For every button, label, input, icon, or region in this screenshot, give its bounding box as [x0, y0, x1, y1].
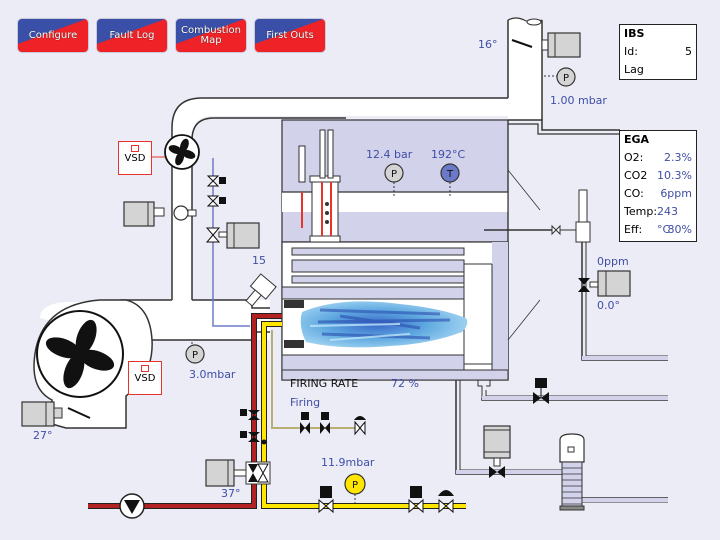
blowdown-line — [481, 390, 668, 401]
gauge-letter: T — [446, 169, 454, 180]
level-probes — [298, 129, 341, 243]
vsd-indicator-icon — [141, 365, 149, 372]
drain-valve-actuator[interactable] — [483, 425, 511, 478]
ega-sample-line — [484, 189, 591, 243]
main-gas-valves[interactable] — [318, 486, 454, 514]
burner-status: Firing — [290, 396, 321, 409]
ega-value: 10.3% — [657, 169, 692, 182]
ega-value: 80% — [667, 223, 692, 236]
gauge-leads — [191, 75, 558, 504]
firing-rate-label: FIRING RATE — [290, 377, 359, 390]
gas-pressure-gauge[interactable] — [344, 473, 366, 495]
combustion-map-button[interactable]: Combustion Map — [175, 18, 247, 53]
burner-igniter[interactable] — [241, 273, 277, 310]
ega-label: Eff: — [624, 223, 643, 236]
pilot-valves[interactable] — [300, 412, 366, 436]
air-pressure-gauge[interactable] — [185, 344, 205, 364]
gauge-letter: P — [192, 350, 198, 361]
ega-row-co2: CO2 10.3% — [620, 167, 696, 185]
fault-log-button[interactable]: Fault Log — [96, 18, 168, 53]
flue-outlet — [507, 119, 620, 341]
ibs-panel[interactable]: IBS Id: 5 Lag — [619, 24, 697, 80]
feed-valve-angle: 0.0° — [597, 299, 620, 312]
ega-label: CO2 — [624, 169, 648, 182]
gas-line — [261, 321, 466, 509]
fgr-value-reading: 15 — [252, 254, 266, 267]
feed-valve-ppm: 0ppm — [597, 255, 629, 268]
oil-pump[interactable] — [119, 493, 145, 519]
burner-flame — [284, 300, 468, 354]
fan-impeller-icon — [168, 138, 196, 166]
fan-damper-actuator[interactable] — [21, 401, 63, 427]
fuel-modulating-valve[interactable] — [205, 459, 271, 487]
fan-damper-angle: 27° — [33, 429, 53, 442]
vsd-label: VSD — [124, 153, 146, 164]
vsd-main-fan[interactable]: VSD — [128, 361, 162, 395]
gauge-letter: P — [352, 480, 358, 491]
blowdown-valve[interactable] — [533, 378, 549, 404]
inlet-damper-icon — [67, 407, 91, 419]
ibs-title: IBS — [624, 27, 645, 40]
gauge-letter: P — [391, 169, 397, 180]
oil-valve-angle: 37° — [221, 487, 241, 500]
ega-label: O2: — [624, 151, 644, 164]
flue-damper-actuator[interactable] — [511, 32, 581, 58]
ega-title: EGA — [624, 133, 650, 146]
feed-valve-actuator[interactable] — [578, 270, 631, 297]
boiler-shell — [281, 119, 509, 398]
pilot-gas-line — [271, 330, 364, 429]
steam-pressure-gauge[interactable] — [384, 163, 404, 183]
ibs-role-row: Lag — [620, 61, 696, 79]
flue-pressure-reading: 1.00 mbar — [550, 94, 607, 107]
fgr-fan[interactable] — [152, 134, 200, 170]
gauge-letter: P — [563, 73, 569, 84]
fgr-damper-actuator[interactable] — [123, 201, 197, 227]
ega-row-o2: O2: 2.3% — [620, 149, 696, 167]
steam-pressure-reading: 12.4 bar — [366, 148, 413, 161]
main-combustion-fan[interactable] — [33, 299, 153, 429]
configure-button[interactable]: Configure — [17, 18, 89, 53]
fan-impeller-icon — [45, 319, 115, 389]
ibs-id-row: Id: 5 — [620, 43, 696, 61]
first-outs-button[interactable]: First Outs — [254, 18, 326, 53]
vsd-fgr-fan[interactable]: VSD — [118, 141, 152, 175]
fgr-valves[interactable] — [205, 175, 260, 249]
feed-pump[interactable] — [559, 433, 585, 511]
ega-row-temp: Temp:243 °C — [620, 203, 696, 236]
ega-label: CO: — [624, 187, 644, 200]
ega-row-co: CO: 6ppm — [620, 185, 696, 203]
ibs-id-value: 5 — [685, 45, 692, 58]
ibs-role: Lag — [624, 63, 644, 76]
fgr-line — [212, 158, 250, 327]
ega-value: 243 °C — [657, 205, 679, 236]
ibs-id-label: Id: — [624, 45, 638, 58]
ega-row-eff: Eff: 80% — [620, 221, 696, 239]
steam-temperature-gauge[interactable] — [440, 163, 460, 183]
ega-panel[interactable]: EGA O2: 2.3% CO2 10.3% CO: 6ppm Temp:243 °C… — [619, 130, 697, 242]
ega-value: 2.3% — [664, 151, 692, 164]
oil-safety-valves[interactable] — [240, 409, 260, 442]
steam-temperature-reading: 192°C — [431, 148, 466, 161]
flue-damper-angle: 16° — [478, 38, 498, 51]
gas-pressure-reading: 11.9mbar — [321, 456, 375, 469]
ega-value: 6ppm — [660, 187, 692, 200]
drain-line — [455, 380, 668, 503]
flue-pressure-gauge[interactable] — [556, 67, 576, 87]
vsd-indicator-icon — [131, 145, 139, 152]
ega-label: Temp: — [624, 205, 658, 218]
air-pressure-reading: 3.0mbar — [189, 368, 236, 381]
firing-rate-value: 72 % — [391, 377, 419, 390]
vsd-label: VSD — [134, 373, 156, 384]
